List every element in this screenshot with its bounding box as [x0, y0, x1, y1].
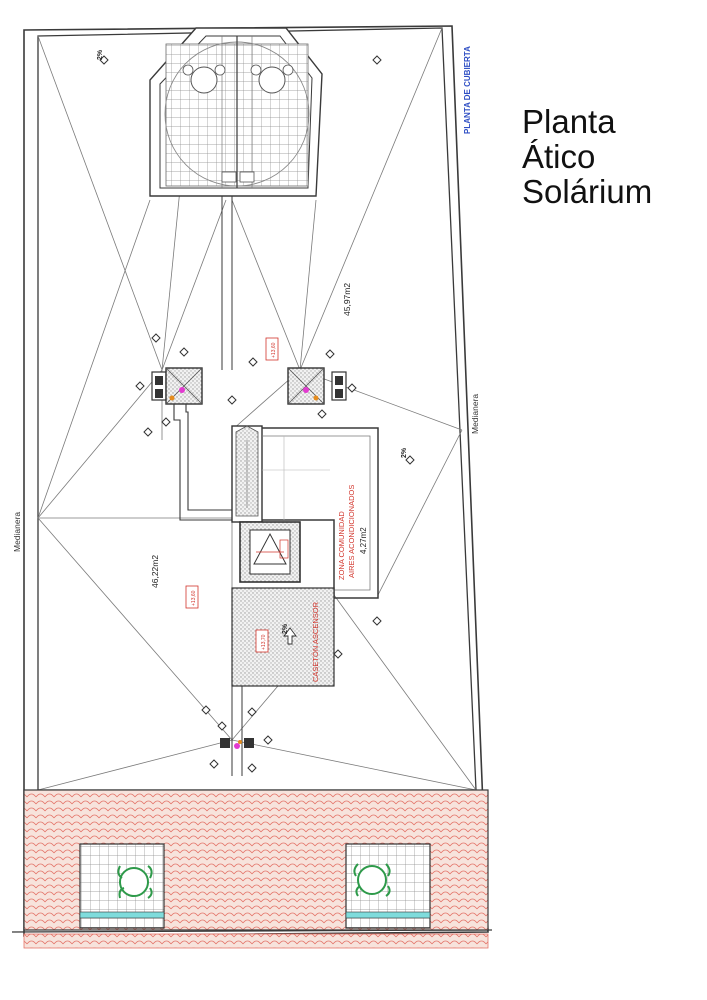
- level-tag-3: +13,70: [261, 634, 267, 650]
- tiled-terrace: [23, 789, 489, 949]
- area-left-label: 46,22m2: [150, 555, 160, 588]
- slope-label-1: 2%: [97, 49, 104, 60]
- solarium-room: [149, 27, 323, 370]
- title-line-2: Ático: [522, 138, 596, 175]
- stair-block: [231, 425, 263, 523]
- slope-label-2: 2%: [401, 447, 408, 458]
- level-tag-2: +13,60: [191, 590, 197, 606]
- downpipe-bottom: [220, 686, 254, 776]
- drain-markers: [99, 55, 415, 773]
- elevator-machine-room: [239, 521, 301, 583]
- title-line-3: Solárium: [522, 173, 653, 210]
- level-tags: [185, 337, 279, 653]
- zona-comunidad-box: [262, 427, 379, 599]
- title-line-1: Planta: [522, 103, 616, 140]
- planta-cubierta-label: PLANTA DE CUBIERTA: [463, 46, 472, 134]
- duct-path: [173, 404, 234, 521]
- level-tag-1: +13,60: [271, 342, 277, 358]
- terrace-table-left: [117, 865, 153, 899]
- terrace-table-right: [353, 863, 391, 897]
- chimney-left: [151, 367, 203, 405]
- medianera-left-label: Medianera: [12, 512, 22, 552]
- plan-title: Planta Ático Solárium: [522, 104, 702, 209]
- caseton-label: CASETÓN ASCENSOR: [311, 601, 320, 682]
- zona-area-label: 4,27m2: [359, 527, 368, 554]
- medianera-right-label: Medianera: [470, 394, 480, 434]
- zona-line1-label: ZONA COMUNIDAD: [337, 511, 346, 580]
- slope-label-3: 2%: [282, 623, 289, 634]
- area-top-right-label: 45,97m2: [342, 283, 352, 316]
- chimney-right: [287, 367, 347, 405]
- zona-line2-label: AIRES ACONDICIONADOS: [347, 485, 356, 578]
- caseton-ascensor: [231, 587, 335, 687]
